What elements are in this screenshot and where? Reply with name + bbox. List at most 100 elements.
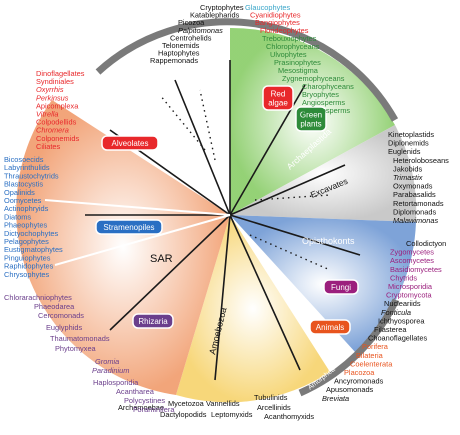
taxon-green: Bryophytes bbox=[302, 90, 339, 99]
stramenopiles-label: Stramenopiles bbox=[95, 219, 163, 235]
taxon-red-algae: Florideophytes bbox=[260, 26, 309, 35]
taxon-green: Angiosperms bbox=[302, 98, 345, 107]
taxon-amoebozoa: Dactylopodids bbox=[160, 410, 207, 419]
animals-label-text: Animals bbox=[316, 323, 344, 332]
taxon-rhizaria: Gromia bbox=[95, 357, 119, 366]
taxon-excavate: Kinetoplastids bbox=[388, 130, 434, 139]
taxon-alveolate: Colpodellids bbox=[36, 118, 77, 127]
taxon-opisthokont: Collodictyon bbox=[406, 239, 446, 248]
taxon-rhizaria: Acantharea bbox=[116, 387, 155, 396]
fungi-label-text: Fungi bbox=[331, 283, 351, 292]
taxon-stramenopile: Actinophryids bbox=[4, 204, 49, 213]
taxon-green: Prasinophytes bbox=[274, 58, 321, 67]
taxon-rhizaria: Cercomonads bbox=[38, 311, 84, 320]
taxon-opisthokont: Nucleariids bbox=[384, 299, 421, 308]
taxon-green: Chlorophyceans bbox=[266, 42, 320, 51]
taxon-rhizaria: Phytomyxea bbox=[55, 344, 97, 353]
taxon-stramenopile: Chrysophytes bbox=[4, 270, 49, 279]
taxon-alveolate: Ciliates bbox=[36, 142, 61, 151]
taxon-opisthokont: Porifera bbox=[362, 342, 389, 351]
taxon-opisthokont: Filasterea bbox=[374, 325, 407, 334]
taxon-opisthokont: Ichthyosporea bbox=[378, 316, 425, 325]
taxon-rhizaria: Polycystines bbox=[124, 396, 165, 405]
stramenopiles-label-text: Stramenopiles bbox=[103, 223, 154, 232]
taxon-opisthokont: Choanoflagellates bbox=[368, 334, 427, 343]
taxon-green: Trebouxiophytes bbox=[262, 34, 317, 43]
rhizaria-label-text: Rhizaria bbox=[138, 317, 168, 326]
taxon-amoebozoa: Acanthomyxids bbox=[264, 412, 314, 421]
green-plants-label-text: Green bbox=[300, 111, 322, 120]
group-labels: RedalgaeGreenplantsAlveolatesStramenopil… bbox=[95, 85, 359, 335]
opisthokonts-wedge bbox=[230, 215, 416, 353]
excavates-wedge bbox=[230, 125, 417, 222]
taxon-opisthokont: Bilateria bbox=[356, 351, 384, 360]
taxon-amoebozoa: Leptomyxids bbox=[211, 410, 253, 419]
taxon-green: Ulvophytes bbox=[270, 50, 307, 59]
diaphoretickes-label: Diaphoretickes bbox=[80, 81, 115, 121]
taxon-alveolate: Oxyrrhis bbox=[36, 85, 64, 94]
taxon-opisthokont: Microsporidia bbox=[388, 282, 433, 291]
taxon-rhizaria: Foraminifera bbox=[133, 405, 175, 414]
taxon-alveolate: Chromera bbox=[36, 126, 69, 135]
taxon-red-algae: Glaucophytes bbox=[245, 3, 290, 12]
taxon-top: Cryptophytes bbox=[200, 3, 244, 12]
taxon-opisthokont: Fonticula bbox=[381, 308, 411, 317]
taxon-stramenopile: Dictyochophytes bbox=[4, 229, 59, 238]
taxon-alveolate: Vitrella bbox=[36, 110, 58, 119]
taxon-top: Centrohelids bbox=[170, 33, 212, 42]
taxon-green: Gymnosperms bbox=[302, 106, 350, 115]
red-algae-label-text: Red bbox=[271, 90, 286, 99]
taxon-opisthokont: Ascomycetes bbox=[390, 256, 434, 265]
taxon-stramenopile: Pinguiophytes bbox=[4, 253, 51, 262]
taxon-opisthokont: Apusomonads bbox=[326, 385, 374, 394]
taxon-excavate: Retortamonads bbox=[393, 199, 444, 208]
taxon-green: Mesostigma bbox=[278, 66, 319, 75]
taxon-top: Haptophytes bbox=[158, 49, 200, 58]
taxon-stramenopile: Oomycetes bbox=[4, 196, 42, 205]
taxon-stramenopile: Thraustochytrids bbox=[4, 171, 59, 180]
taxon-opisthokont: Basidiomycetes bbox=[390, 265, 442, 274]
taxon-rhizaria: Chlorarachniophytes bbox=[4, 293, 72, 302]
alveolates-label-text: Alveolates bbox=[112, 139, 149, 148]
taxon-excavate: Diplomonads bbox=[393, 207, 436, 216]
taxon-amoebozoa: Mycetozoa bbox=[168, 399, 205, 408]
taxon-stramenopile: Diatoms bbox=[4, 212, 31, 221]
fungi-label: Fungi bbox=[323, 279, 359, 295]
taxon-excavate: Malawimonas bbox=[393, 216, 438, 225]
green-plants-label-text: plants bbox=[300, 120, 321, 129]
taxon-stramenopile: Labyrinthulids bbox=[4, 163, 50, 172]
taxon-top: Telonemids bbox=[162, 41, 200, 50]
taxon-green: Charophyceans bbox=[302, 82, 354, 91]
taxon-opisthokont: Placozoa bbox=[344, 368, 375, 377]
taxon-opisthokont: Cryptomycota bbox=[386, 291, 432, 300]
alveolates-label: Alveolates bbox=[101, 135, 159, 151]
taxon-alveolate: Perkinsus bbox=[36, 93, 69, 102]
taxon-excavate: Oxymonads bbox=[393, 182, 433, 191]
taxon-opisthokont: Coelenterata bbox=[350, 359, 393, 368]
taxon-alveolate: Apicomplexa bbox=[36, 101, 79, 110]
dotted-branches bbox=[159, 89, 331, 271]
taxon-excavate: Parabasalids bbox=[393, 190, 436, 199]
taxon-top: Palpitomonas bbox=[178, 26, 223, 35]
taxon-stramenopile: Phaeophytes bbox=[4, 221, 47, 230]
taxon-stramenopile: Raphidophytes bbox=[4, 262, 54, 271]
taxon-excavate: Jakobids bbox=[393, 164, 422, 173]
taxon-green: Zygnemophyceans bbox=[282, 74, 345, 83]
taxon-amoebozoa: Arcellinids bbox=[257, 403, 291, 412]
taxon-stramenopile: Bicosoecids bbox=[4, 155, 44, 164]
taxon-top: Picozoa bbox=[178, 18, 205, 27]
amorphea-arc bbox=[298, 298, 400, 397]
animals-label: Animals bbox=[309, 319, 351, 335]
taxon-stramenopile: Blastocystis bbox=[4, 180, 43, 189]
taxon-opisthokont: Breviata bbox=[322, 394, 349, 403]
taxon-stramenopile: Pelagophytes bbox=[4, 237, 49, 246]
taxon-red-algae: Bangiophytes bbox=[255, 18, 300, 27]
taxon-amoebozoa: Vannellids bbox=[206, 399, 240, 408]
taxon-opisthokont: Zygomycetes bbox=[390, 248, 434, 257]
sar-wedge bbox=[16, 100, 230, 395]
taxon-rhizaria: Phaeodarea bbox=[34, 302, 75, 311]
